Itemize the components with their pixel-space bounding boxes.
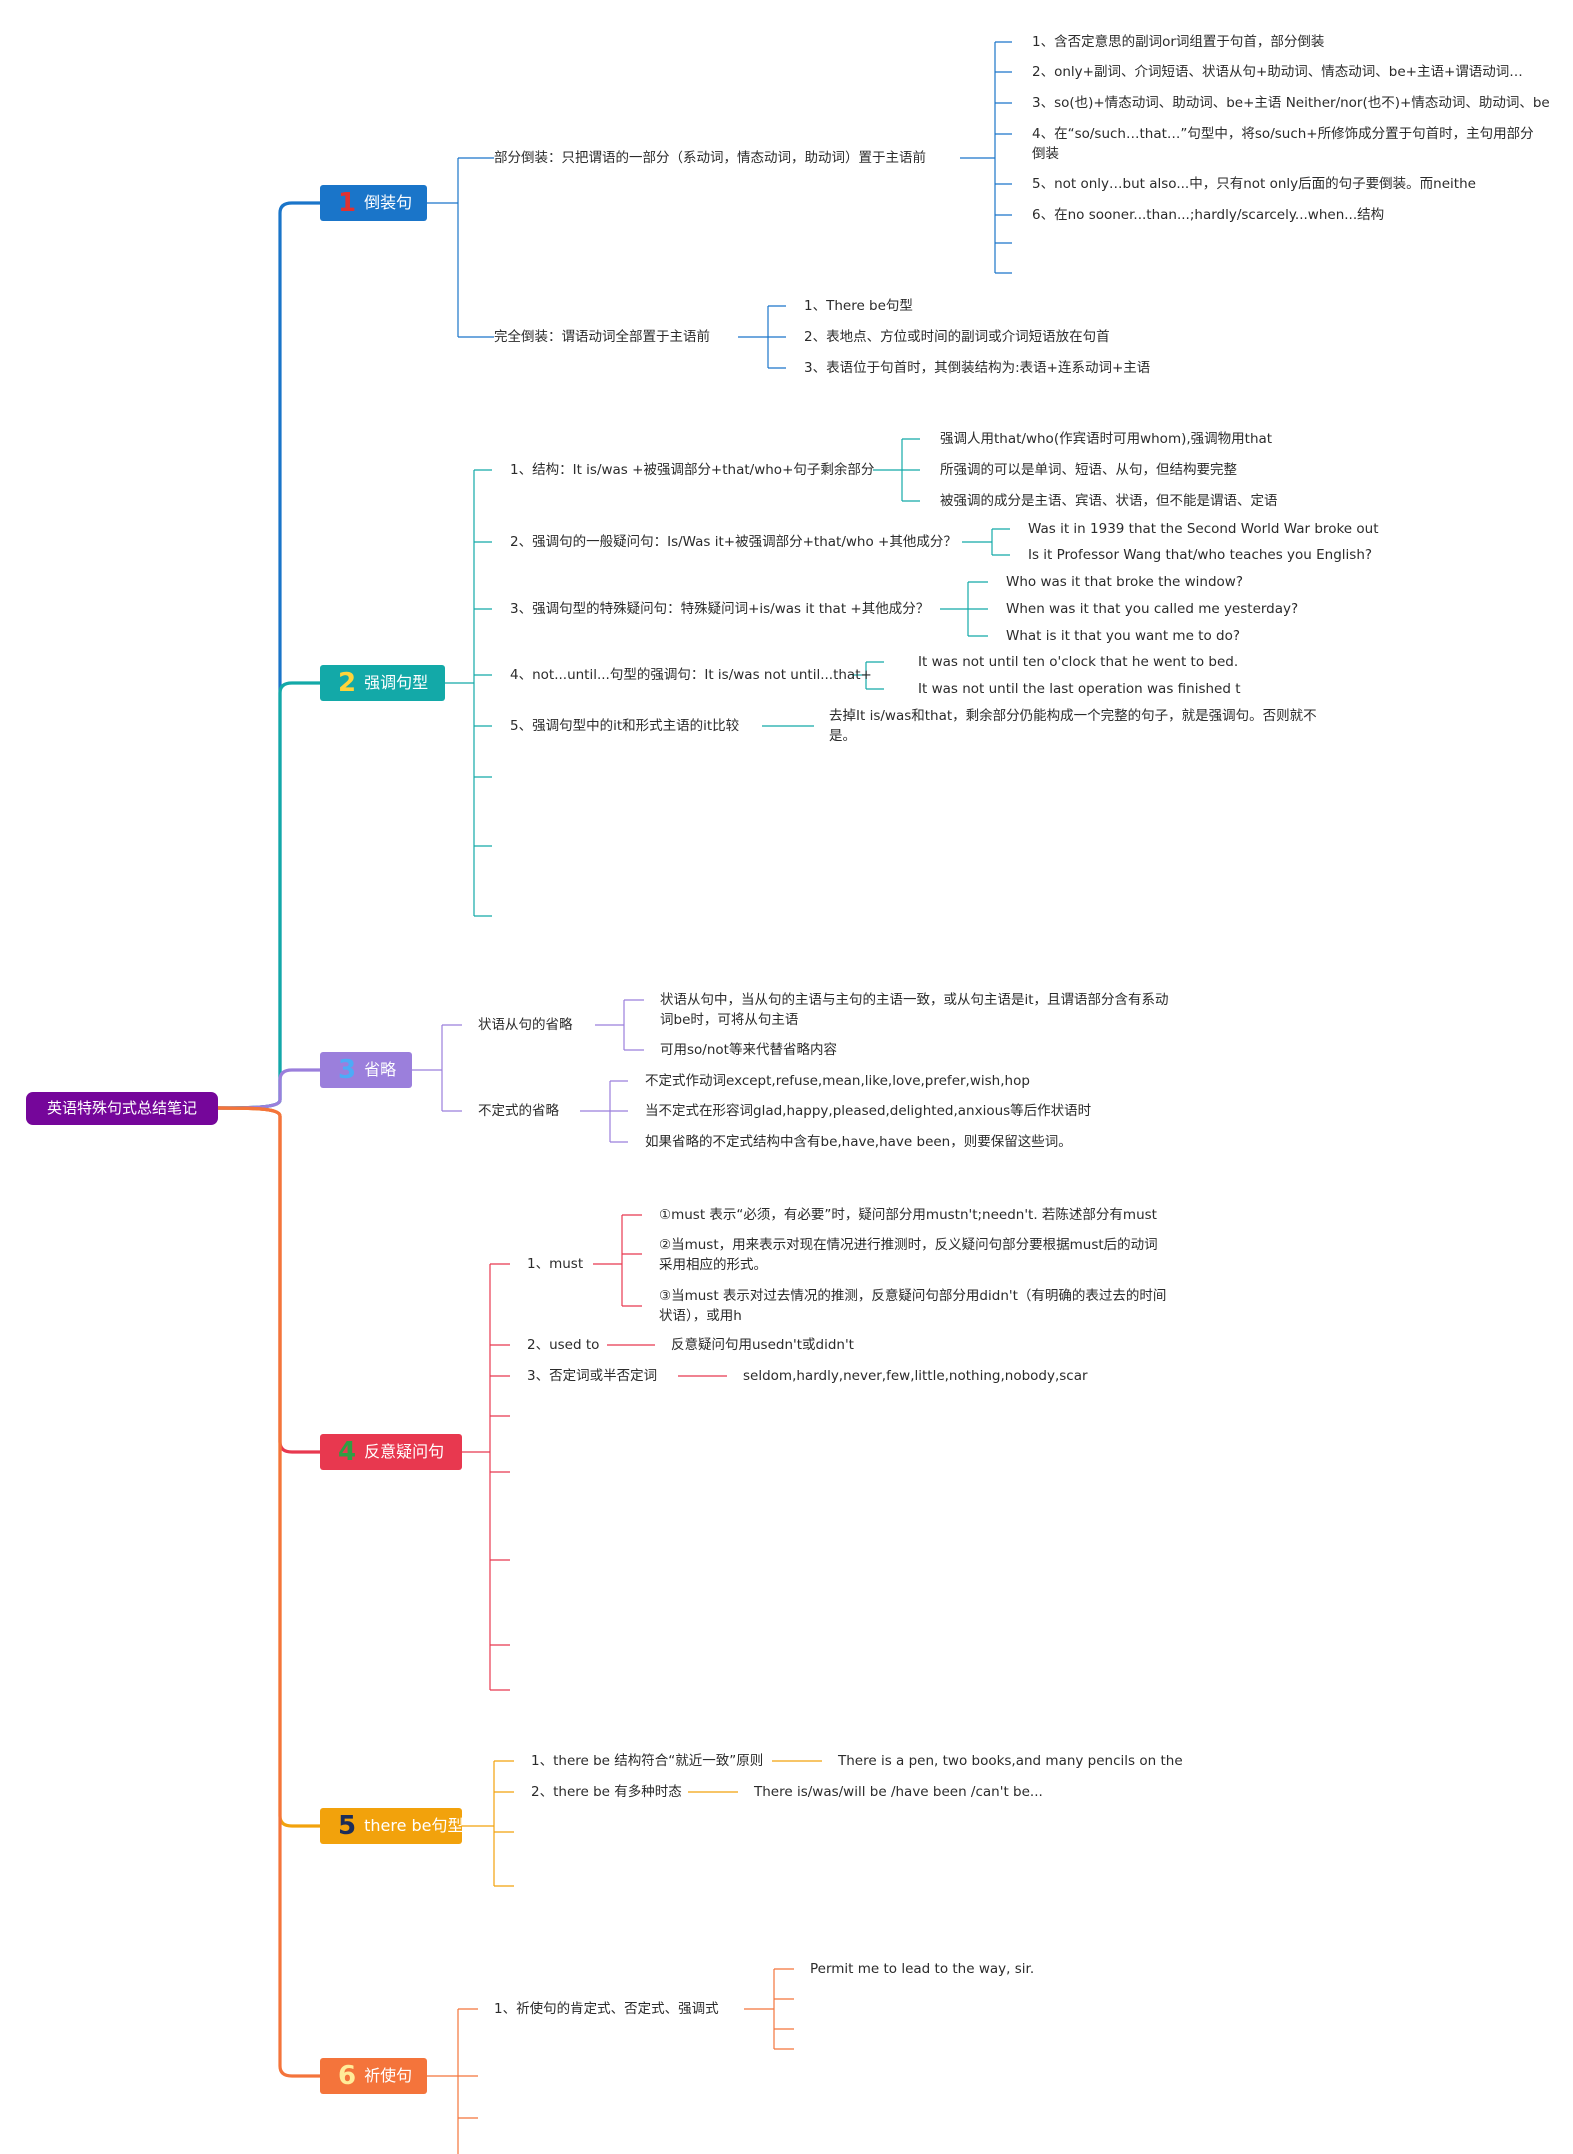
topic-label: 祈使句 [364,2066,413,2085]
topic-label: 省略 [364,1060,397,1079]
leaf-item[interactable]: Is it Professor Wang that/who teaches yo… [1028,547,1373,563]
leaf-item[interactable]: seldom,hardly,never,few,little,nothing,n… [743,1368,1088,1384]
leaf-item[interactable]: 强调人用that/who(作宾语时可用whom),强调物用that [940,431,1273,447]
subtopic-full-inversion[interactable]: 完全倒装：谓语动词全部置于主语前 [494,329,710,345]
subtopic-it-comparison[interactable]: 5、强调句型中的it和形式主语的it比较 [510,718,740,734]
topic-inversion[interactable]: 1 倒装句 [320,185,427,221]
leaf-item[interactable]: It was not until the last operation was … [918,681,1241,697]
subtopic-tenses[interactable]: 2、there be 有多种时态 [531,1784,682,1800]
topic-number: 3 [338,1055,357,1085]
leaf-item[interactable]: 可用so/not等来代替省略内容 [660,1042,837,1058]
root-connector [217,1068,320,1110]
root-connector [217,1106,320,2078]
topic-there-be[interactable]: 5 there be句型 [320,1808,464,1844]
leaf-item[interactable]: 去掉It is/was和that，剩余部分仍能构成一个完整的句子，就是强调句。否… [829,708,1317,744]
leaf-item[interactable]: Who was it that broke the window? [1006,574,1243,590]
topic-ellipsis[interactable]: 3 省略 [320,1052,412,1088]
root-connector [217,201,320,1110]
leaf-item[interactable]: 如果省略的不定式结构中含有be,have,have been，则要保留这些词。 [645,1134,1072,1150]
leaf-item[interactable]: 2、表地点、方位或时间的副词或介词短语放在句首 [804,329,1110,345]
subtopic-general-question[interactable]: 2、强调句的一般疑问句：Is/Was it+被强调部分+that/who +其他… [510,534,957,550]
topic-label: 强调句型 [364,673,429,692]
subtopic-special-question[interactable]: 3、强调句型的特殊疑问句：特殊疑问词+is/was it that +其他成分？ [510,601,930,617]
leaf-item[interactable]: 3、so(也)+情态动词、助动词、be+主语 Neither/nor(也不)+情… [1032,95,1550,111]
leaf-item[interactable]: 被强调的成分是主语、宾语、状语，但不能是谓语、定语 [940,493,1278,509]
leaf-item[interactable]: 1、There be句型 [804,298,913,314]
root-connector [217,681,320,1110]
topic-imperative[interactable]: 6 祈使句 [320,2058,427,2094]
root-connector [217,1106,320,1828]
subtopic-not-until[interactable]: 4、not...until...句型的强调句：It is/was not unt… [510,667,872,683]
leaf-item[interactable]: 所强调的可以是单词、短语、从句，但结构要完整 [940,462,1237,478]
leaf-item[interactable]: It was not until ten o'clock that he wen… [918,654,1239,670]
leaf-item[interactable]: 反意疑问句用usedn't或didn't [671,1337,854,1353]
subtopic-imperative-forms[interactable]: 1、祈使句的肯定式、否定式、强调式 [494,2001,719,2017]
topic-number: 4 [338,1437,357,1467]
topic-number: 5 [338,1811,357,1841]
leaf-item[interactable]: When was it that you called me yesterday… [1006,601,1299,617]
subtopic-adverbial-ellipsis[interactable]: 状语从句的省略 [478,1017,573,1033]
topic-number: 6 [338,2061,357,2091]
topic-tag-question[interactable]: 4 反意疑问句 [320,1434,462,1470]
leaf-item[interactable]: 5、not only…but also...中，只有not only后面的句子要… [1032,176,1476,192]
subtopic-partial-inversion[interactable]: 部分倒装：只把谓语的一部分（系动词，情态动词，助动词）置于主语前 [494,150,926,166]
leaf-item[interactable]: ①must 表示“必须，有必要”时，疑问部分用mustn't;needn't. … [659,1207,1157,1223]
leaf-item[interactable]: 状语从句中，当从句的主语与主句的主语一致，或从句主语是it，且谓语部分含有系动词… [660,992,1169,1028]
leaf-item[interactable]: There is a pen, two books,and many penci… [838,1753,1183,1769]
leaf-item[interactable]: 2、only+副词、介词短语、状语从句+助动词、情态动词、be+主语+谓语动词… [1032,64,1523,80]
leaf-item[interactable]: There is/was/will be /have been /can't b… [754,1784,1043,1800]
subtopic-structure[interactable]: 1、结构：It is/was +被强调部分+that/who+句子剩余部分 [510,462,875,478]
topic-label: 反意疑问句 [364,1442,445,1461]
topic-emphasis[interactable]: 2 强调句型 [320,665,445,701]
topic-number: 2 [338,668,357,698]
leaf-item[interactable]: Permit me to lead to the way, sir. [810,1961,1035,1977]
leaf-item[interactable]: Was it in 1939 that the Second World War… [1028,521,1379,537]
leaf-item[interactable]: 不定式作动词except,refuse,mean,like,love,prefe… [645,1073,1030,1089]
subtopic-must[interactable]: 1、must [527,1256,584,1272]
root-connector [217,1106,320,1454]
topic-label: there be句型 [364,1816,464,1835]
leaf-item[interactable]: 3、表语位于句首时，其倒装结构为:表语+连系动词+主语 [804,360,1151,376]
leaf-item[interactable]: 4、在“so/such…that…”句型中，将so/such+所修饰成分置于句首… [1032,126,1534,162]
subtopic-proximity-rule[interactable]: 1、there be 结构符合“就近一致”原则 [531,1753,764,1769]
subtopic-negatives[interactable]: 3、否定词或半否定词 [527,1368,658,1384]
leaf-item[interactable]: ②当must，用来表示对现在情况进行推测时，反义疑问句部分要根据must后的动词… [659,1237,1158,1273]
leaf-item[interactable]: 6、在no sooner...than...;hardly/scarcely..… [1032,207,1385,223]
root-topic[interactable]: 英语特殊句式总结笔记 [26,1092,218,1125]
leaf-item[interactable]: 1、含否定意思的副词or词组置于句首，部分倒装 [1032,34,1325,50]
leaf-item[interactable]: ③当must 表示对过去情况的推测，反意疑问句部分用didn't（有明确的表过去… [659,1288,1167,1324]
subtopic-used-to[interactable]: 2、used to [527,1337,600,1353]
topic-number: 1 [338,188,357,218]
topic-label: 倒装句 [364,193,413,212]
leaf-item[interactable]: 当不定式在形容词glad,happy,pleased,delighted,anx… [645,1103,1092,1119]
subtopic-infinitive-ellipsis[interactable]: 不定式的省略 [478,1103,559,1119]
leaf-item[interactable]: What is it that you want me to do? [1006,628,1241,644]
